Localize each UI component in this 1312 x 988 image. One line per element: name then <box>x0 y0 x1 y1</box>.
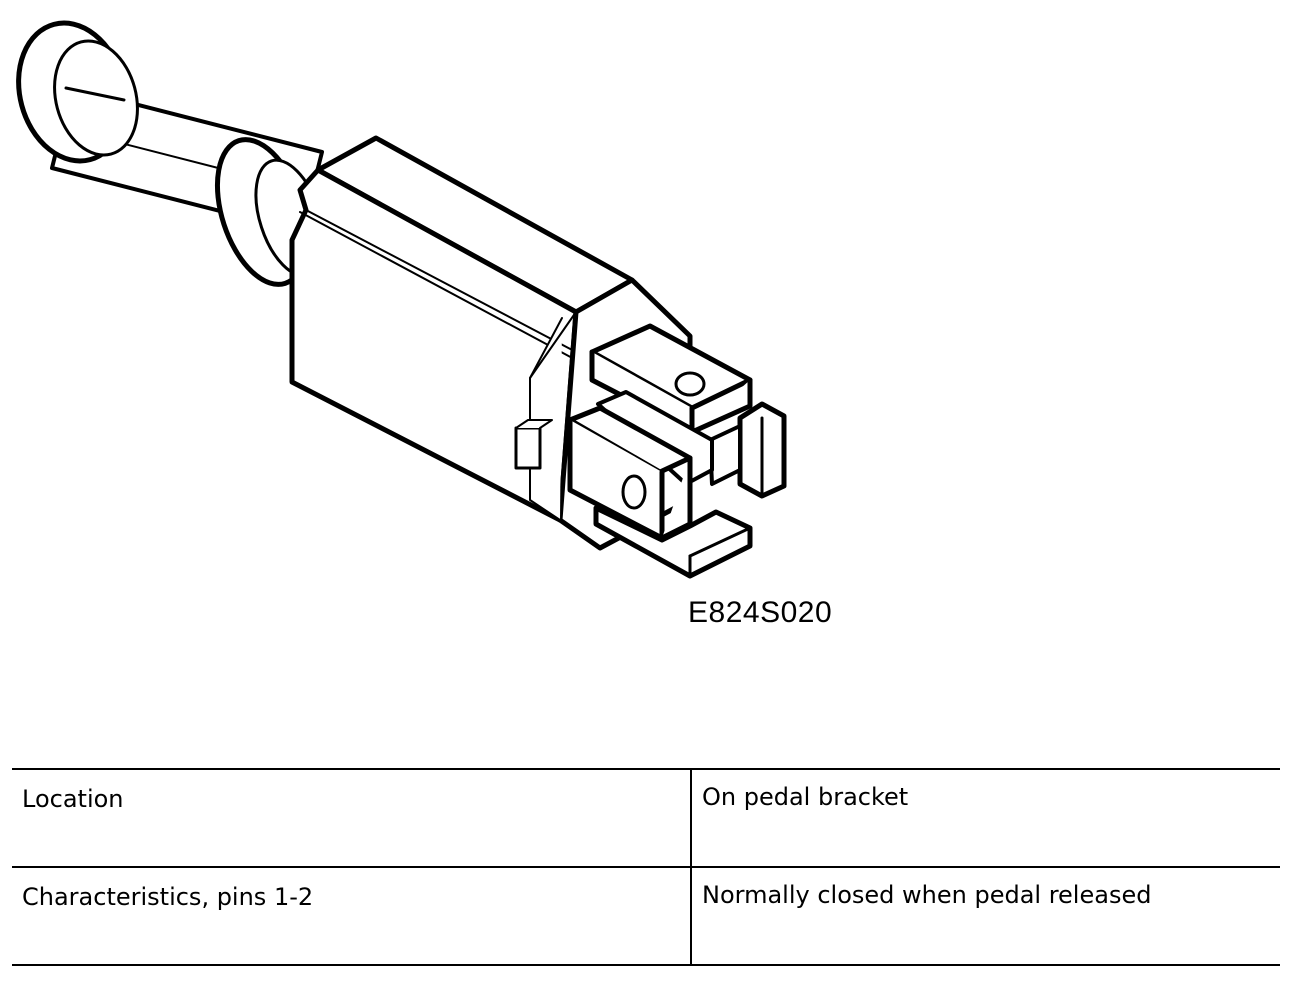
front-terminal <box>567 405 693 541</box>
table-row: Location On pedal bracket <box>12 768 1280 868</box>
plunger-cap <box>16 20 139 164</box>
spec-value: Normally closed when pedal released <box>691 866 1280 966</box>
brake-light-switch-drawing-icon <box>16 20 787 579</box>
table-row: Characteristics, pins 1-2 Normally close… <box>12 866 1280 966</box>
lower-plate <box>593 505 753 579</box>
spec-label: Characteristics, pins 1-2 <box>12 866 692 966</box>
figure-code: E824S020 <box>688 596 833 629</box>
spec-table: Location On pedal bracket Characteristic… <box>12 768 1280 966</box>
spec-label: Location <box>12 768 692 868</box>
spec-value: On pedal bracket <box>691 768 1280 868</box>
